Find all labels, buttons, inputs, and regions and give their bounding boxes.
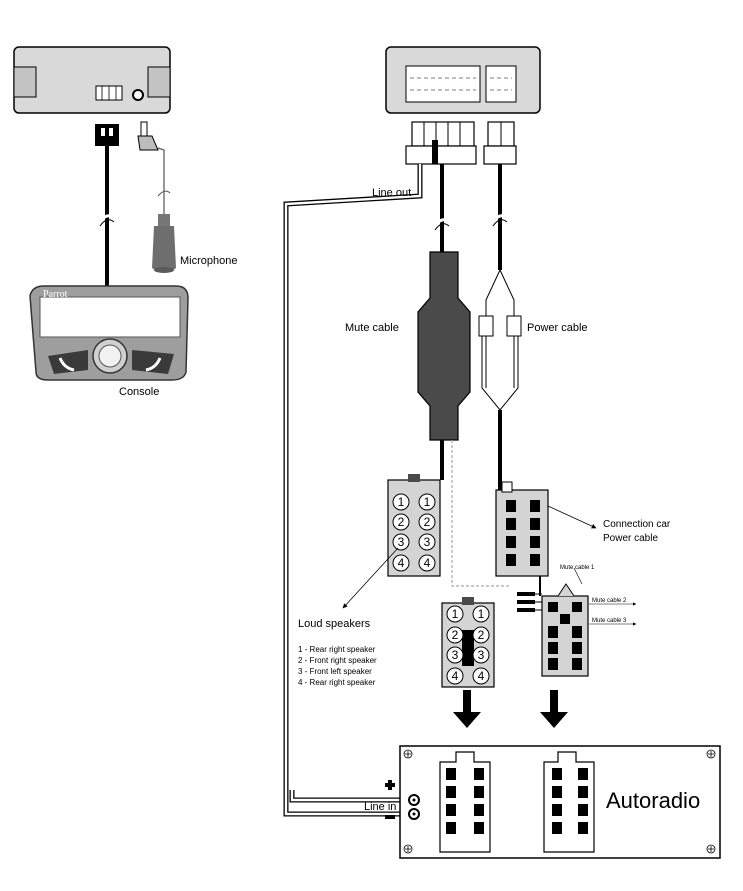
- power-cable: [478, 164, 522, 490]
- microphone-icon: [152, 214, 176, 273]
- microphone-cable: [137, 121, 171, 215]
- autoradio-label: Autoradio: [606, 788, 700, 813]
- loud-speakers-label: Loud speakers: [298, 618, 371, 630]
- pin-number: 2: [478, 628, 485, 642]
- left-main-unit: [13, 46, 171, 114]
- hangup-icon: [145, 357, 162, 372]
- pin-number: 2: [398, 515, 405, 529]
- down-arrow-icon: [540, 690, 568, 728]
- connection-car-label-line2: Power cable: [603, 533, 658, 544]
- mute-cable-label: Mute cable: [345, 322, 399, 334]
- pin-number: 4: [424, 556, 431, 570]
- plus-icon: [385, 780, 395, 790]
- speaker-legend-item: 4 - Rear right speaker: [298, 678, 376, 687]
- connection-car-pointer: [547, 505, 597, 529]
- minus-icon: [385, 815, 395, 819]
- autoradio-unit: [399, 745, 721, 859]
- mute-cable: [417, 164, 510, 587]
- line-in-label: Line in: [364, 801, 396, 813]
- down-arrow-icon: [453, 690, 481, 728]
- pin-number: 1: [478, 607, 485, 621]
- connection-car-label: Connection car: [603, 519, 671, 530]
- pin-number: 1: [398, 495, 405, 509]
- car-power-connector: [495, 481, 549, 577]
- speaker-legend-item: 2 - Front right speaker: [298, 656, 377, 665]
- speaker-legend-item: 1 - Rear right speaker: [298, 645, 376, 654]
- speaker-connector-bottom: 1 1 2 2 3 3 4 4: [441, 597, 495, 688]
- loud-speaker-connector: 1 1 2 2 3 3 4 4: [387, 474, 441, 577]
- iso-power-connector-bottom: [541, 583, 589, 677]
- mute-cable-1-pointer: [573, 567, 583, 585]
- autoradio-power-socket: [543, 751, 595, 853]
- call-icon: [58, 357, 75, 372]
- console-device: [29, 285, 189, 381]
- pin-number: 2: [424, 515, 431, 529]
- speaker-legend-item: 3 - Front left speaker: [298, 667, 372, 676]
- microphone-label: Microphone: [180, 255, 237, 267]
- parrot-logo: Parrot: [43, 289, 68, 300]
- mute-cable-3-label: Mute cable 3: [592, 618, 627, 624]
- mute-wires: [517, 576, 542, 612]
- mute-cable-2-label: Mute cable 2: [592, 598, 627, 604]
- power-cable-label: Power cable: [527, 322, 588, 334]
- main-plug-small: [483, 121, 517, 165]
- console-cable: [95, 124, 119, 290]
- pin-number: 4: [398, 556, 405, 570]
- pin-number: 3: [478, 648, 485, 662]
- pin-number: 1: [452, 607, 459, 621]
- loud-speakers-pointer: [342, 547, 399, 609]
- line-out-label: Line out: [372, 187, 411, 199]
- pin-number: 4: [452, 669, 459, 683]
- line-in-jacks: [408, 794, 420, 820]
- line-out-cable: [283, 164, 423, 817]
- console-label: Console: [119, 386, 159, 398]
- pin-number: 4: [478, 669, 485, 683]
- pin-number: 1: [424, 495, 431, 509]
- pin-number: 3: [452, 648, 459, 662]
- pin-number: 3: [424, 535, 431, 549]
- autoradio-speaker-socket: [439, 751, 491, 853]
- right-main-unit: [385, 46, 541, 114]
- pin-number: 2: [452, 628, 459, 642]
- mute-cable-1-label: Mute cable 1: [560, 565, 595, 571]
- pin-number: 3: [398, 535, 405, 549]
- main-plug-large: [405, 121, 477, 165]
